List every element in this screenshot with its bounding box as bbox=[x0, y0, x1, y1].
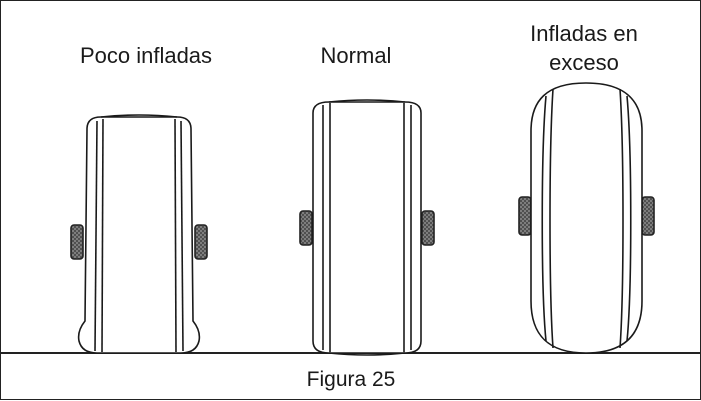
figure-caption: Figura 25 bbox=[306, 368, 396, 391]
hub-left-under bbox=[70, 224, 84, 260]
label-underinflated: Poco infladas bbox=[79, 43, 213, 68]
hub-right-under bbox=[194, 224, 208, 260]
label-overinflated: Infladas en exceso bbox=[479, 19, 689, 77]
tire-normal bbox=[299, 99, 435, 356]
hub-left-normal bbox=[299, 210, 313, 246]
tire-overinflated bbox=[518, 82, 655, 354]
tire-underinflated bbox=[70, 114, 208, 354]
label-overinflated-line1: Infladas en bbox=[530, 21, 638, 46]
label-normal: Normal bbox=[320, 43, 392, 68]
hub-right-normal bbox=[421, 210, 435, 246]
hub-right-over bbox=[641, 196, 655, 236]
label-overinflated-line2: exceso bbox=[549, 50, 619, 75]
hub-left-over bbox=[518, 196, 532, 236]
